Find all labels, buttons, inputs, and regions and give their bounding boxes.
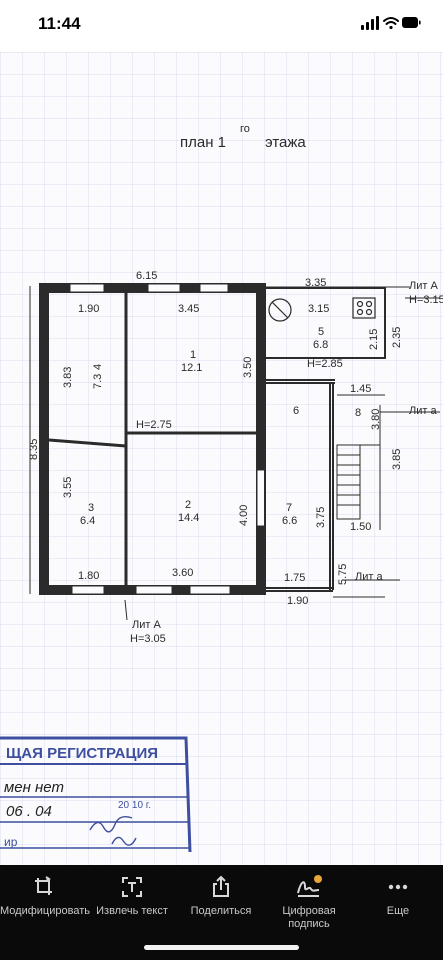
annex-right-dim: 2.35 (391, 327, 403, 348)
stair-width: 1.50 (350, 521, 371, 533)
stamp-header: ЩАЯ РЕГИСТРАЦИЯ (6, 745, 158, 762)
wall-blocks (104, 283, 250, 595)
room-8-width: 1.45 (350, 383, 371, 395)
status-time: 11:44 (38, 14, 81, 33)
stamp-line2: 06 . 04 (6, 803, 52, 820)
room-8-number: 8 (355, 407, 361, 419)
room-4-area: 7.3 (92, 374, 104, 389)
room-3-area: 6.4 (80, 515, 95, 527)
signature-icon (297, 875, 322, 897)
lit-a-main-h: Н=3.05 (130, 633, 166, 645)
bottom-annex-dim: 1.90 (287, 595, 308, 607)
room-7-area: 6.6 (282, 515, 297, 527)
bottom-toolbar: Модифицировать Извлечь текст Поделиться … (0, 865, 443, 960)
extract-text-button[interactable]: Извлечь текст (88, 875, 176, 918)
share-button[interactable]: Поделиться (177, 875, 265, 918)
stamp-year: 20 10 г. (118, 800, 151, 811)
document-view[interactable]: план 1 го этажа (0, 52, 443, 865)
room-7-width: 1.75 (284, 572, 305, 584)
floor-plan: план 1 го этажа (0, 123, 443, 853)
text-scan-icon (122, 877, 142, 897)
battery-icon (402, 17, 421, 28)
plan-title-suffix: этажа (265, 134, 306, 151)
status-bar: 11:44 (0, 0, 443, 52)
room-2-depth: 4.00 (238, 505, 250, 526)
premium-badge-icon (314, 875, 322, 883)
modify-button[interactable]: Модифицировать (0, 875, 90, 918)
wifi-icon (383, 17, 399, 30)
extract-text-label: Извлечь текст (96, 905, 168, 917)
room-4-number: 4 (92, 364, 104, 370)
main-walls (39, 283, 266, 595)
lit-a-big: Лит А (409, 280, 438, 292)
room-3-width: 1.80 (78, 570, 99, 582)
room-4-depth: 3.83 (62, 367, 74, 388)
lit-a-small-1: Лит а (409, 405, 437, 417)
stair-height: 3.85 (391, 449, 403, 470)
room-1-area: 12.1 (181, 362, 202, 374)
registration-stamp: ЩАЯ РЕГИСТРАЦИЯ мен нет 06 . 04 20 10 г.… (0, 736, 192, 853)
h-main: H=2.75 (136, 419, 172, 431)
room-8-depth: 3.80 (370, 409, 382, 430)
sink-icon (352, 297, 376, 319)
share-icon (213, 875, 229, 897)
annex-total-dim: 5.75 (337, 564, 349, 585)
more-button[interactable]: Еще (354, 875, 442, 918)
stamp-line4: ир (4, 835, 18, 849)
room-5-area: 6.8 (313, 339, 328, 351)
digital-signature-button[interactable]: Цифровая подпись (265, 875, 353, 931)
signature-mark (89, 815, 133, 833)
modify-label: Модифицировать (0, 905, 90, 917)
lit-a-main: Лит А (132, 619, 161, 631)
room-4-width: 1.90 (78, 303, 99, 315)
room-5-number: 5 (318, 326, 324, 338)
room-5-width: 3.15 (308, 303, 329, 315)
annex-walls (264, 287, 386, 592)
plan-title-superscript: го (240, 123, 250, 135)
dim-height: 8.35 (28, 439, 40, 460)
room-1-number: 1 (190, 349, 196, 361)
room-3-depth: 3.55 (62, 477, 74, 498)
stamp-line1: мен нет (4, 779, 64, 796)
room-2-number: 2 (185, 499, 191, 511)
digital-signature-label: Цифровая подпись (282, 905, 336, 930)
annex-top-dim: 3.35 (305, 277, 326, 289)
share-label: Поделиться (190, 905, 252, 917)
dimension-lines (29, 286, 440, 621)
windows (69, 283, 266, 595)
room-1-depth: 3.50 (242, 357, 254, 378)
more-label: Еще (386, 905, 410, 917)
signature-mark-2 (111, 836, 137, 846)
dim-top-width: 6.15 (136, 270, 157, 282)
stove-icon (268, 298, 292, 322)
room-3-number: 3 (88, 502, 94, 514)
room-7-number: 7 (286, 502, 292, 514)
status-icons (361, 15, 421, 36)
lit-a-small-2: Лит а (355, 571, 383, 583)
lit-a-big-h: Н=3.15 (409, 294, 443, 306)
cellular-signal-icon (361, 16, 379, 30)
room-2-area: 14.4 (178, 512, 199, 524)
room-2-width: 3.60 (172, 567, 193, 579)
room-5-depth: 2.15 (368, 329, 380, 350)
room-1-width: 3.45 (178, 303, 199, 315)
room-6-number: 6 (293, 405, 299, 417)
stairs (336, 405, 381, 530)
crop-rotate-icon (35, 876, 52, 895)
room-7-depth: 3.75 (315, 507, 327, 528)
home-indicator[interactable] (144, 945, 299, 950)
plan-title: план 1 (180, 134, 226, 151)
more-dots-icon (388, 884, 408, 890)
h-annex: H=2.85 (307, 358, 343, 370)
